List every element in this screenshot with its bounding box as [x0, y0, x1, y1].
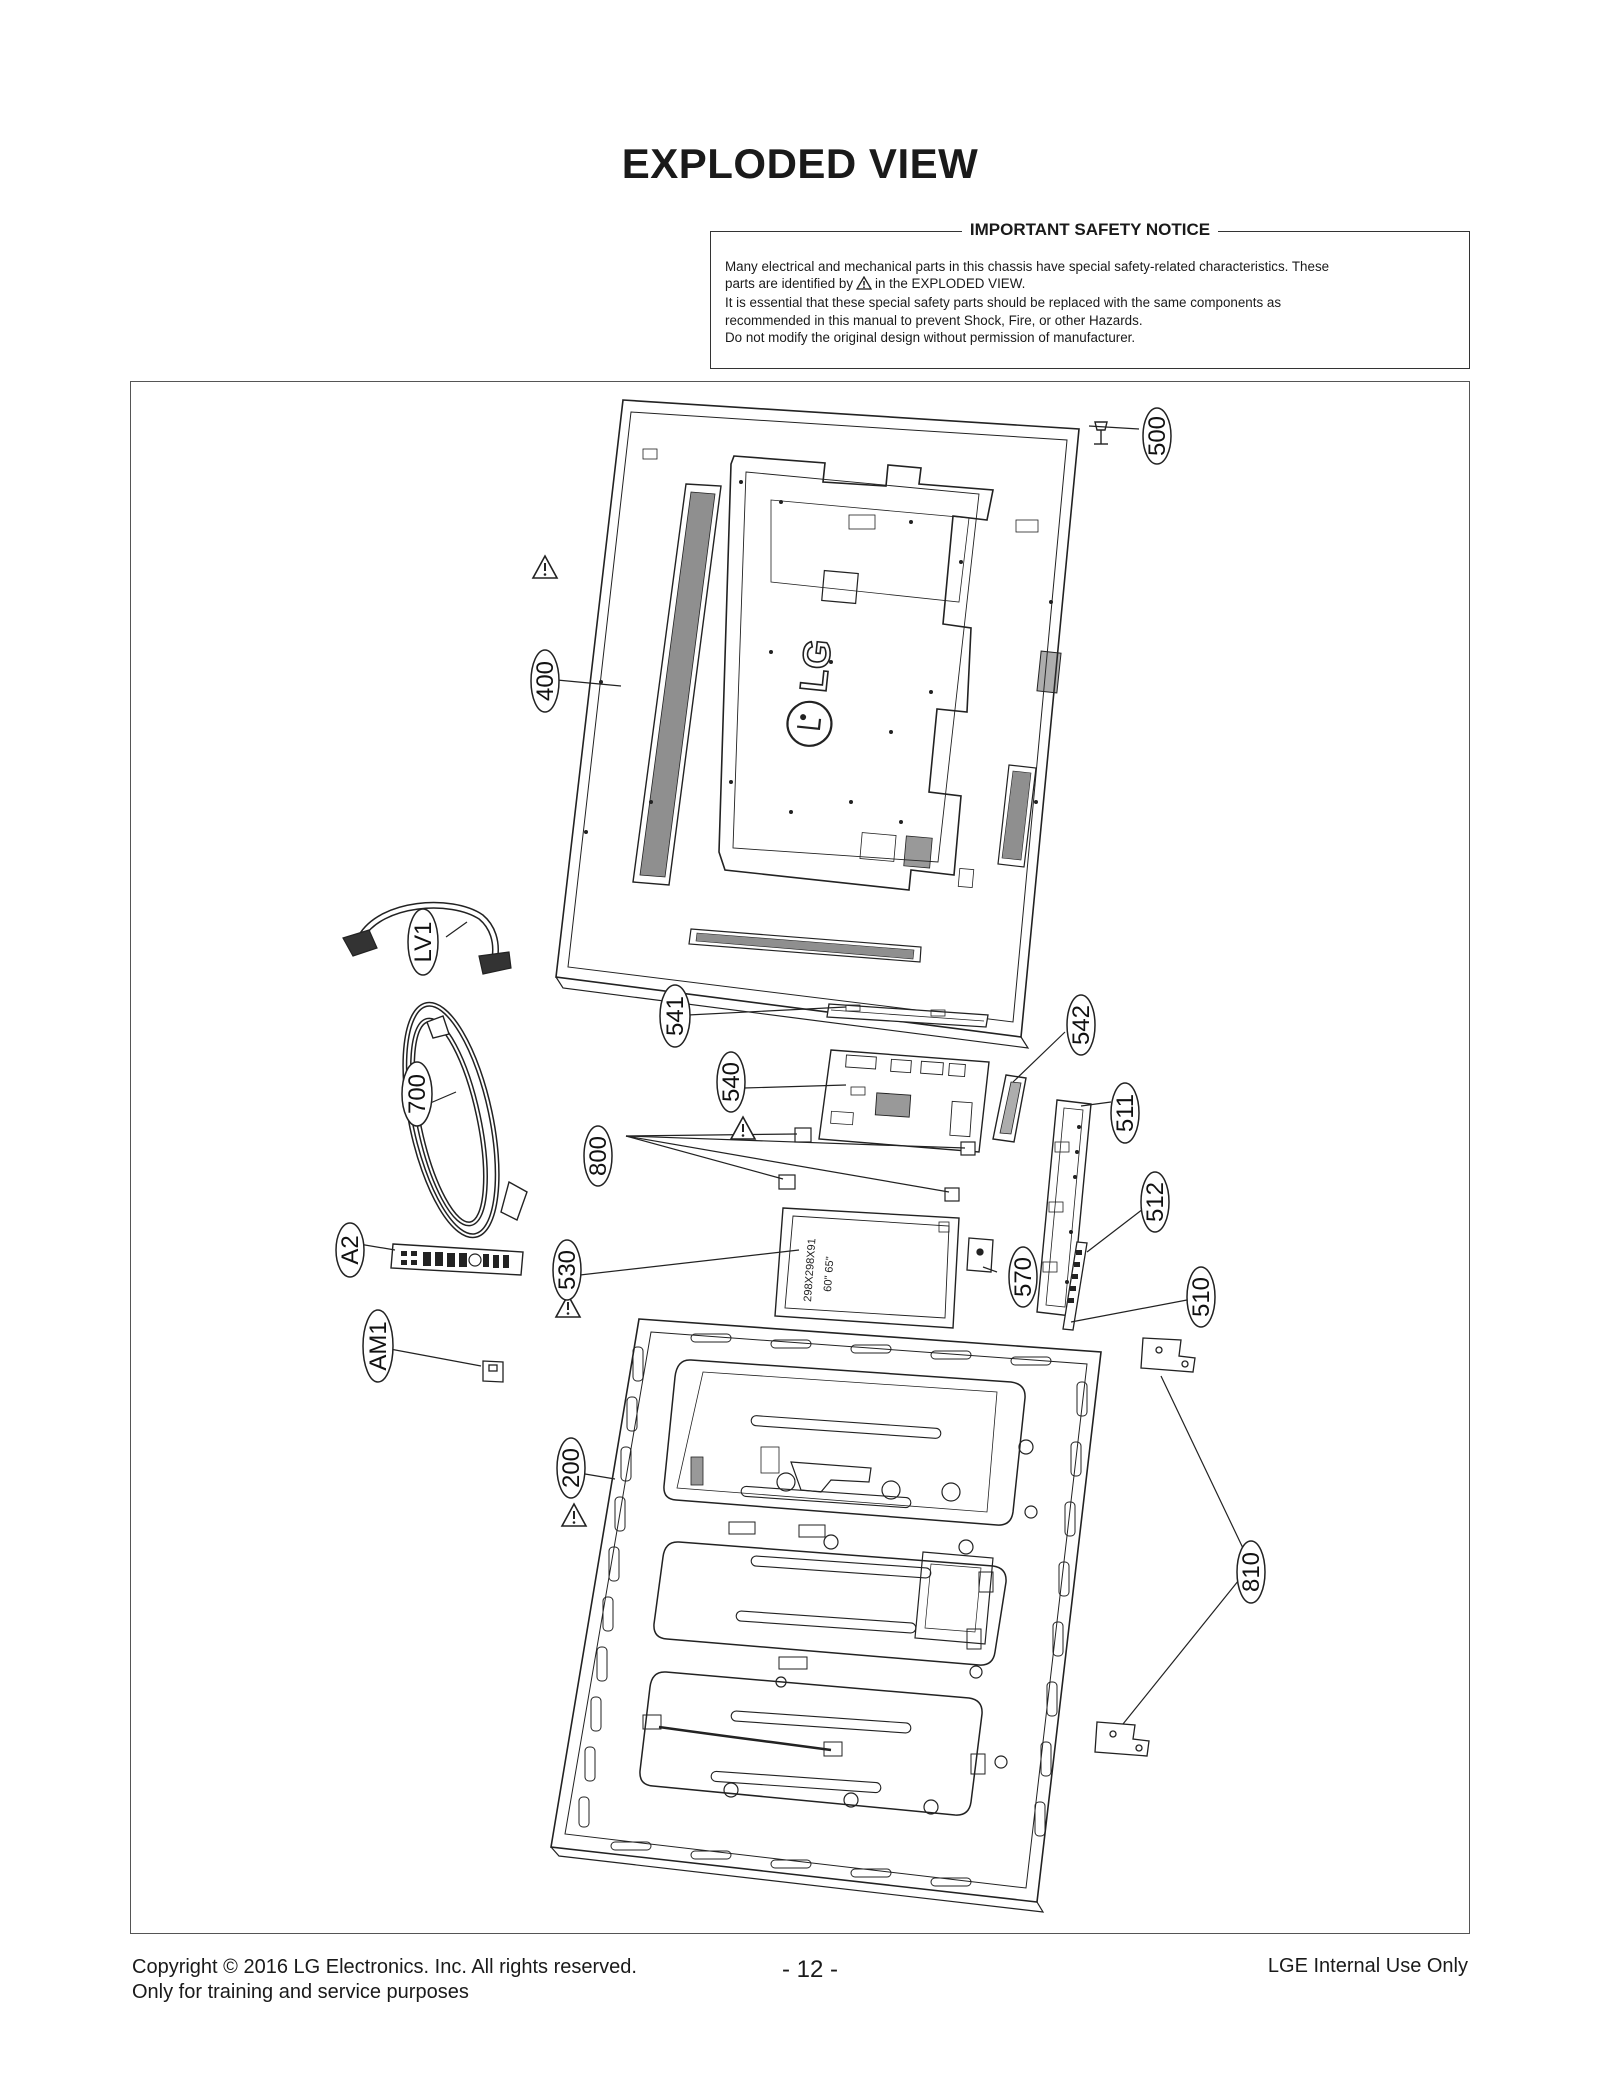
svg-text:530: 530 [554, 1250, 581, 1290]
callout-810: 810 [1236, 1540, 1266, 1604]
bracket-512-part [1062, 1241, 1088, 1331]
svg-text:810: 810 [1238, 1552, 1265, 1592]
lvds-cable-part [342, 901, 512, 975]
callout-570: 570 [1008, 1246, 1038, 1308]
svg-text:298X298X91: 298X298X91 [802, 1238, 818, 1302]
svg-text:700: 700 [404, 1074, 431, 1114]
leader-lines [358, 425, 1252, 1725]
callout-510: 510 [1186, 1266, 1216, 1328]
rear-frame-200-part [550, 1318, 1102, 1913]
remote-a2-part [390, 1243, 524, 1276]
warning-triangle-icon [532, 555, 558, 579]
power-module-530-part: 298X298X91 60" 65" [774, 1207, 960, 1329]
callout-200: 200 [556, 1437, 586, 1499]
stand-bracket-810-part [1094, 1337, 1196, 1757]
training-text: Only for training and service purposes [132, 1981, 469, 2003]
safety-notice-box: IMPORTANT SAFETY NOTICE Many electrical … [710, 220, 1470, 369]
main-board-540-part [818, 1049, 990, 1153]
copyright-text: Copyright © 2016 LG Electronics. Inc. Al… [132, 1956, 637, 1978]
safety-notice-text: Many electrical and mechanical parts in … [725, 258, 1455, 346]
safety-notice-heading: IMPORTANT SAFETY NOTICE [711, 220, 1469, 240]
callout-542: 542 [1066, 994, 1096, 1056]
notice-line: Many electrical and mechanical parts in … [725, 259, 1330, 274]
svg-text:542: 542 [1068, 1005, 1095, 1045]
notice-line: recommended in this manual to prevent Sh… [725, 312, 1143, 328]
callout-800: 800 [583, 1125, 613, 1187]
svg-text:200: 200 [558, 1448, 585, 1488]
svg-text:570: 570 [1010, 1257, 1037, 1297]
svg-text:60" 65": 60" 65" [822, 1256, 836, 1292]
callout-540: 540 [716, 1051, 746, 1113]
notice-line: Do not modify the original design withou… [725, 329, 1136, 345]
svg-text:500: 500 [1144, 416, 1171, 456]
callout-400: 400 [530, 649, 560, 713]
page-title: EXPLODED VIEW [621, 140, 979, 187]
page-number: - 12 - [781, 1956, 838, 1983]
callout-am1: AM1 [362, 1309, 394, 1383]
clips-800-part [778, 1127, 976, 1202]
callout-lv1: LV1 [407, 908, 439, 976]
svg-text:A2: A2 [337, 1235, 364, 1264]
svg-text:800: 800 [585, 1136, 612, 1176]
notice-line: It is essential that these special safet… [725, 295, 1282, 311]
svg-text:540: 540 [718, 1062, 745, 1102]
power-cord-700-part [402, 1001, 528, 1239]
cable-542-part [992, 1074, 1027, 1143]
svg-text:400: 400 [532, 661, 559, 701]
board-570-part [966, 1237, 994, 1273]
callout-700: 700 [401, 1061, 433, 1127]
lg-logo: LG [786, 637, 841, 747]
callout-530: 530 [552, 1239, 582, 1301]
callout-a2: A2 [335, 1222, 365, 1278]
svg-text:541: 541 [662, 996, 689, 1036]
callout-512: 512 [1140, 1171, 1170, 1233]
svg-text:512: 512 [1142, 1182, 1169, 1222]
svg-text:511: 511 [1112, 1094, 1139, 1132]
svg-text:LG: LG [793, 637, 840, 694]
back-cover-part: LG [555, 399, 1080, 1049]
callout-541: 541 [659, 984, 691, 1048]
callout-511: 511 [1110, 1082, 1140, 1144]
internal-use-label: LGE Internal Use Only [1267, 1955, 1468, 1977]
screw-500-part [1094, 421, 1108, 445]
exploded-view-diagram: LG [130, 381, 1470, 1934]
bracket-541-part [826, 1003, 989, 1028]
callout-500: 500 [1142, 407, 1172, 465]
svg-text:AM1: AM1 [365, 1321, 392, 1370]
warning-triangle-icon [561, 1503, 587, 1527]
svg-text:LV1: LV1 [410, 922, 437, 963]
part-am1 [482, 1360, 504, 1383]
warning-triangle-icon [855, 275, 873, 294]
footer-copyright: Copyright © 2016 LG Electronics. Inc. Al… [132, 1955, 637, 2005]
bracket-511-part [1036, 1099, 1092, 1317]
svg-text:510: 510 [1188, 1277, 1215, 1317]
warning-triangle-icon [730, 1116, 756, 1140]
